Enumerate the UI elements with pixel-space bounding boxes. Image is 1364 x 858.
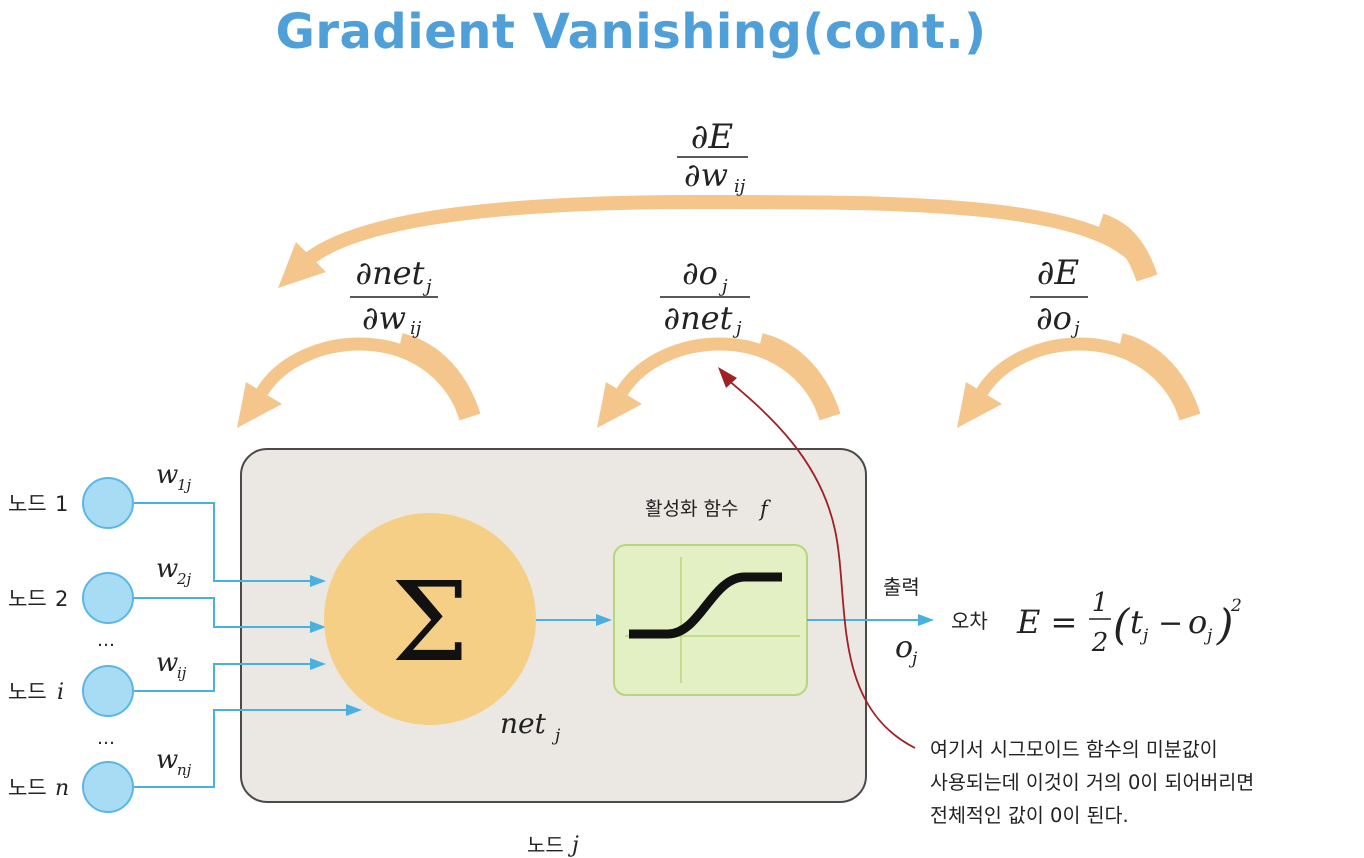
- svg-text:2: 2: [1091, 628, 1109, 658]
- input-label-1: 노드 1: [8, 492, 68, 516]
- svg-text:j: j: [422, 276, 432, 297]
- node-j-caption: 노드 j: [527, 833, 579, 858]
- note-line-1: 여기서 시그모이드 함수의 미분값이: [930, 738, 1218, 761]
- svg-text:j: j: [732, 318, 742, 339]
- output-label: 출력: [883, 575, 920, 599]
- net-j-label: net j: [500, 707, 561, 746]
- svg-text:o: o: [1188, 603, 1207, 641]
- weight-w1j: w 1j: [156, 460, 192, 494]
- top-gradient-fraction: ∂E ∂w ij: [677, 117, 748, 197]
- sum-symbol: Σ: [391, 558, 469, 686]
- svg-text:E =: E =: [1016, 603, 1077, 641]
- note-line-2: 사용되는데 이것이 거의 0이 되어버리면: [930, 771, 1255, 794]
- svg-text:j: j: [1070, 318, 1080, 339]
- svg-text:2: 2: [55, 587, 68, 611]
- svg-text:∂net: ∂net: [664, 299, 733, 337]
- svg-text:∂w: ∂w: [684, 156, 728, 194]
- input-label-2: 노드 2: [8, 587, 68, 611]
- svg-text:j: j: [1139, 626, 1149, 646]
- svg-text:net: net: [500, 707, 547, 740]
- svg-text:w: w: [156, 648, 178, 678]
- svg-text:∂net: ∂net: [356, 254, 425, 292]
- svg-text:노드: 노드: [8, 587, 47, 611]
- annotation-red-arrowhead: [718, 367, 737, 388]
- weight-wij: w ij: [156, 648, 187, 682]
- input-node-n: [82, 761, 134, 813]
- svg-text:t: t: [1130, 603, 1143, 641]
- input-node-1: [82, 477, 134, 529]
- svg-text:2j: 2j: [176, 570, 192, 588]
- svg-text:ij: ij: [410, 318, 422, 339]
- annotation-note: 여기서 시그모이드 함수의 미분값이 사용되는데 이것이 거의 0이 되어버리면…: [930, 733, 1350, 832]
- svg-text:1: 1: [1092, 588, 1109, 618]
- gradient-fraction-1: ∂net j ∂w ij: [350, 254, 438, 339]
- svg-text:(: (: [1113, 600, 1131, 649]
- svg-text:w: w: [156, 745, 178, 775]
- svg-text:o: o: [895, 630, 913, 665]
- svg-text:w: w: [156, 554, 178, 584]
- svg-text:ij: ij: [177, 664, 187, 682]
- output-arrowhead: [918, 614, 934, 626]
- note-line-3: 전체적인 값이 0이 된다.: [930, 804, 1129, 827]
- activation-box: [613, 544, 808, 696]
- svg-text:n: n: [55, 776, 69, 801]
- svg-text:nj: nj: [177, 761, 192, 779]
- svg-text:노드: 노드: [527, 833, 564, 857]
- sigmoid-curve: [629, 572, 782, 639]
- top-backprop-arrow: [278, 194, 1158, 288]
- error-label: 오차: [951, 609, 988, 633]
- svg-text:노드: 노드: [8, 492, 47, 516]
- ellipsis-1: …: [97, 630, 115, 651]
- weight-wnj: w nj: [156, 745, 192, 779]
- svg-text:노드: 노드: [8, 680, 47, 704]
- svg-text:∂w: ∂w: [362, 299, 406, 337]
- svg-text:j: j: [1203, 626, 1213, 646]
- input-node-i: [82, 665, 134, 717]
- svg-text:j: j: [567, 833, 579, 858]
- svg-text:∂o: ∂o: [1036, 299, 1072, 337]
- svg-text:j: j: [718, 276, 728, 297]
- svg-text:i: i: [57, 680, 64, 705]
- arc-arrow-1: [237, 333, 481, 428]
- activation-label: 활성화 함수 f: [645, 497, 771, 521]
- input-arrowheads: [310, 575, 362, 716]
- arc-arrow-3: [957, 333, 1201, 428]
- sum-to-activation-arrowhead: [596, 614, 612, 626]
- svg-text:j: j: [908, 649, 918, 669]
- gradient-fraction-3: ∂E ∂o j: [1030, 253, 1088, 339]
- error-formula: E = 1 2 ( t j − o j ) 2: [1016, 588, 1242, 658]
- svg-text:ij: ij: [734, 176, 746, 197]
- svg-text:−: −: [1158, 606, 1183, 641]
- svg-text:∂E: ∂E: [691, 117, 734, 157]
- annotation-red-arrow: [727, 379, 916, 749]
- svg-text:1j: 1j: [177, 476, 192, 494]
- weight-w2j: w 2j: [156, 554, 192, 588]
- input-connections: [134, 502, 356, 788]
- ellipsis-2: …: [97, 728, 115, 749]
- svg-text:): ): [1216, 600, 1233, 649]
- arc-arrow-2: [597, 333, 841, 428]
- svg-text:노드: 노드: [8, 776, 47, 800]
- gradient-fraction-2: ∂o j ∂net j: [660, 254, 750, 339]
- svg-text:활성화 함수: 활성화 함수: [645, 498, 738, 520]
- svg-text:2: 2: [1230, 596, 1242, 616]
- svg-text:∂E: ∂E: [1037, 253, 1080, 293]
- slide-title: Gradient Vanishing(cont.): [275, 4, 987, 60]
- input-node-2: [82, 572, 134, 624]
- svg-text:w: w: [156, 460, 178, 490]
- input-label-n: 노드 n: [8, 776, 69, 801]
- input-label-i: 노드 i: [8, 680, 64, 705]
- svg-text:j: j: [551, 726, 561, 746]
- summation-circle: [324, 513, 536, 725]
- svg-text:∂o: ∂o: [682, 254, 718, 292]
- svg-text:f: f: [758, 497, 771, 521]
- output-oj: o j: [895, 630, 918, 669]
- svg-text:1: 1: [55, 492, 68, 516]
